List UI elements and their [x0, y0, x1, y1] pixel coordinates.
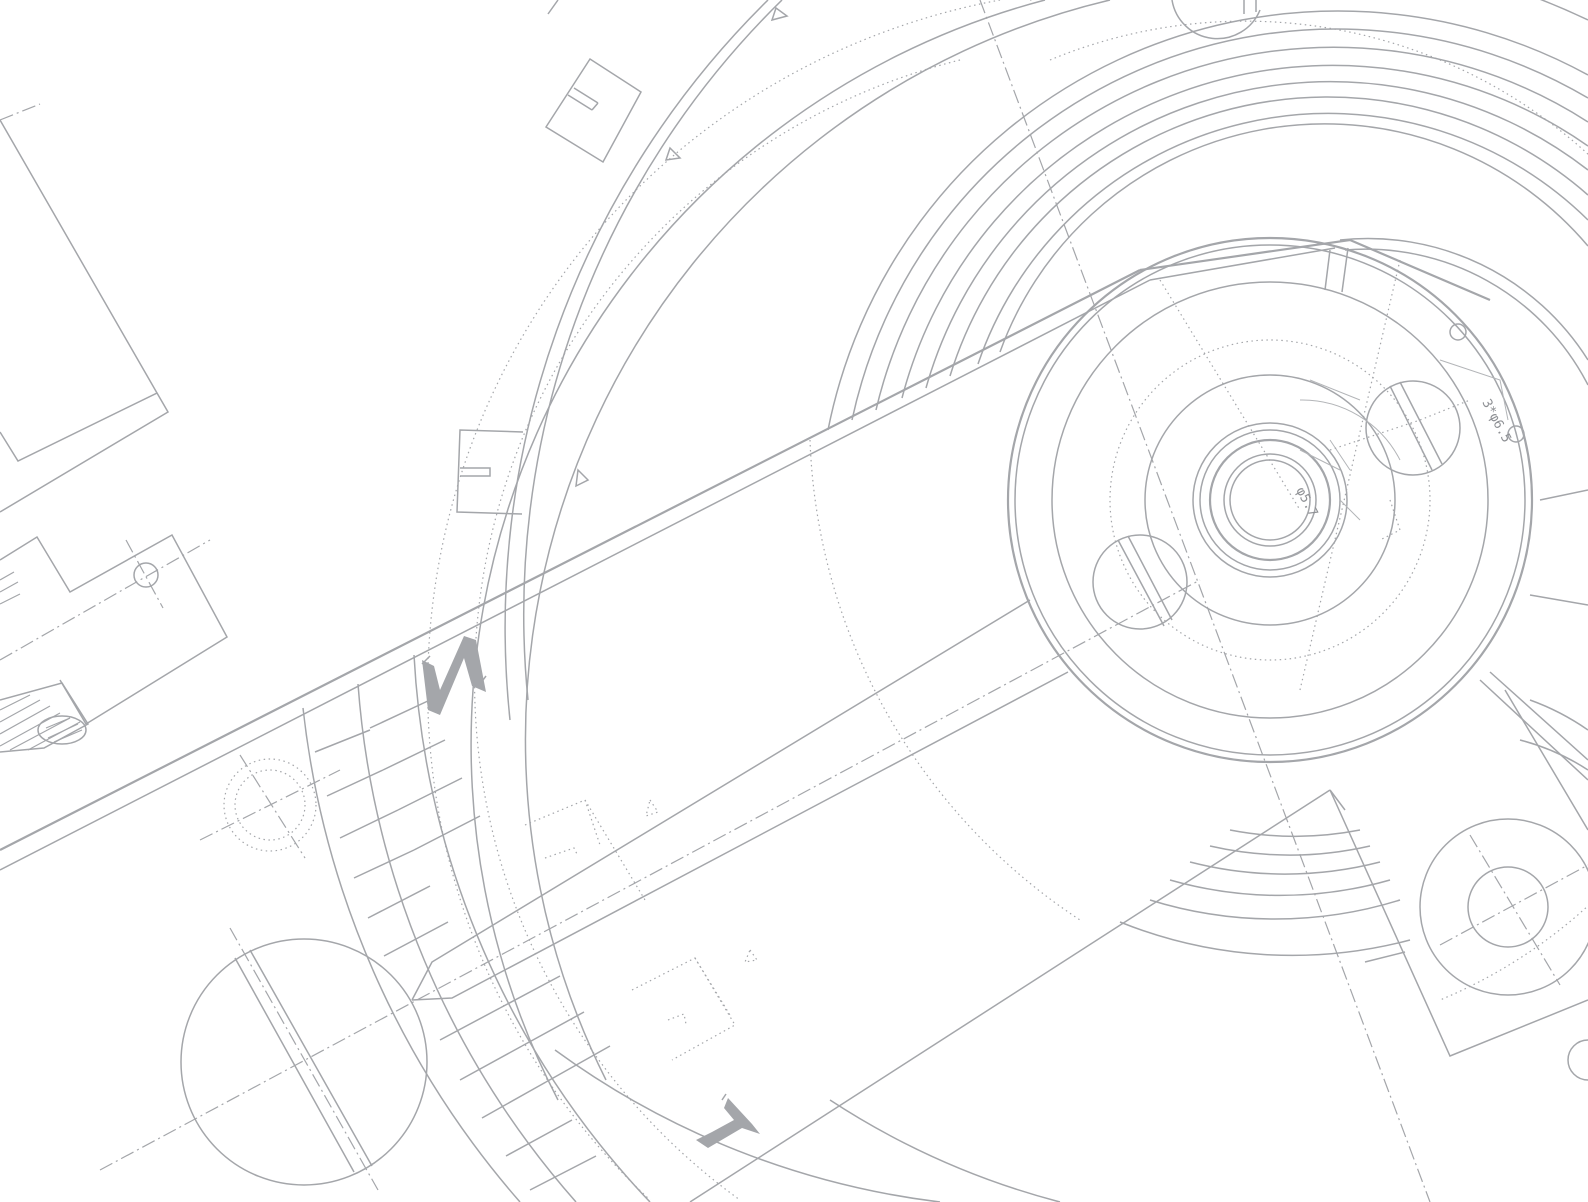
pivot-bottom-right — [1419, 818, 1588, 1081]
ring-tab-left — [456, 429, 524, 515]
ring-tab-top — [544, 57, 642, 164]
letter-a-marker — [696, 1093, 760, 1148]
main-hub — [979, 0, 1588, 1202]
screw-hub-right — [1365, 323, 1525, 476]
ring-triangles — [547, 0, 789, 488]
left-plate — [0, 103, 170, 513]
hub-side-tab — [1529, 489, 1588, 606]
hatched-section — [0, 571, 90, 753]
outer-ring-arcs — [427, 0, 1111, 1202]
pointer-needle — [99, 579, 1201, 1171]
graduated-scale — [302, 654, 651, 1202]
dimension-label-2: 3*φ6.5 — [1478, 397, 1513, 446]
top-circle-fragment — [1171, 0, 1261, 40]
main-lever-arm — [0, 237, 1588, 871]
screw-hub-left — [1092, 534, 1188, 630]
screw-large-bottom-left — [180, 927, 428, 1191]
left-bracket — [0, 533, 228, 726]
dotted-pin-left — [199, 754, 341, 859]
concentric-arcs-top — [827, 0, 1588, 431]
dotted-details — [524, 439, 1081, 1061]
concentric-arcs-bottom — [1119, 689, 1588, 963]
lower-band — [689, 671, 1588, 1202]
letter-n-marker — [421, 636, 487, 715]
